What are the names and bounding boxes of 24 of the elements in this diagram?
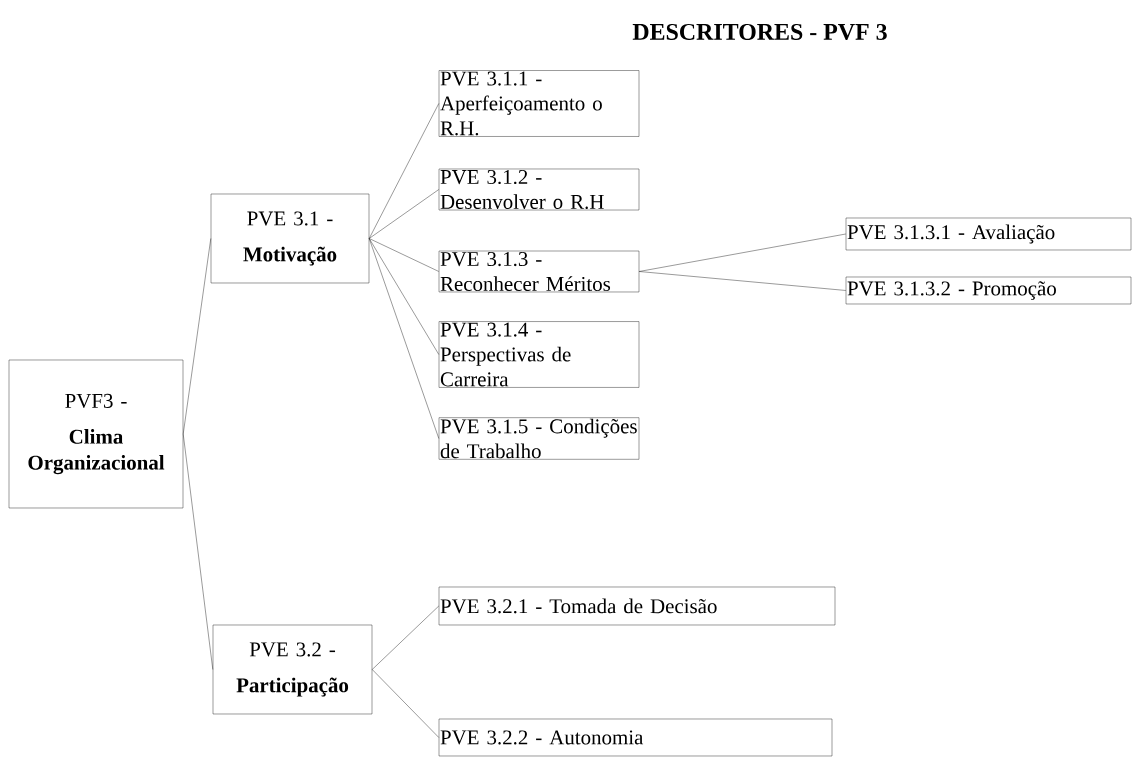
node-box: PVE 3.2.1 - Tomada de Decisão — [438, 586, 836, 626]
node-box: PVE 3.1.3.2 - Promoção — [845, 276, 1132, 305]
connector-line — [369, 238, 439, 272]
connector-line — [369, 189, 439, 239]
node-box: PVE 3.1.2 - Desenvolver o R.H — [438, 168, 640, 211]
connector-line — [639, 233, 846, 272]
node-box: PVE 3.1.1 - Aperfeiçoamento o R.H. — [438, 70, 640, 137]
connector-line — [183, 433, 213, 670]
node-box: PVE 3.2.2 - Autonomia — [438, 718, 833, 757]
node-box: PVE 3.1.3.1 - Avaliação — [845, 217, 1132, 251]
connector-line — [369, 238, 439, 355]
title: DESCRITORES - PVF 3 — [632, 23, 887, 41]
node-box: PVE 3.1.5 - Condições de Trabalho — [438, 417, 640, 460]
connector-line — [639, 271, 846, 291]
connector-line — [369, 103, 439, 239]
category-box: PVE 3.2 - Participação — [212, 624, 373, 715]
category-box: PVE 3.1 - Motivação — [210, 193, 370, 284]
connector-line — [372, 605, 439, 670]
connector-line — [372, 669, 439, 738]
node-box: PVE 3.1.3 - Reconhecer Méritos — [438, 250, 640, 293]
connector-line — [183, 238, 211, 435]
node-box: PVE 3.1.4 - Perspectivas de Carreira — [438, 321, 640, 388]
connector-line — [369, 238, 439, 439]
category-box: PVF3 - Clima Organizacional — [8, 359, 184, 509]
